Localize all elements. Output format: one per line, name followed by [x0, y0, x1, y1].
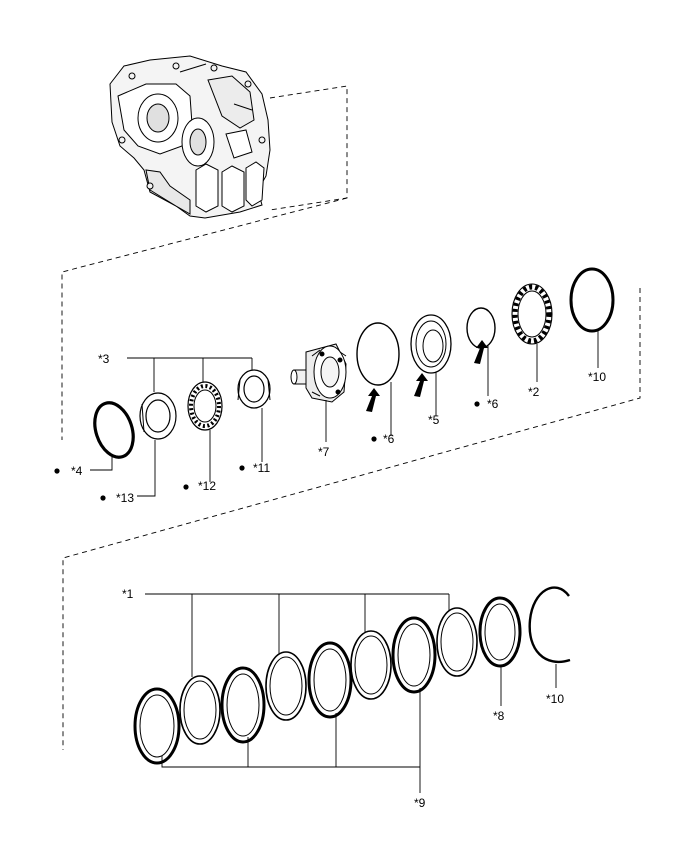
label-part-5: *5 [428, 413, 440, 427]
filled-dot-icon [54, 401, 480, 501]
snap-ring-part-10-top [569, 267, 615, 333]
gear-shaft-part-7 [290, 343, 347, 403]
needle-bearing-part-12 [187, 381, 223, 431]
part-labels: *3 *4 *13 *12 *11 *7 *6 *5 *6 *2 *10 *1 … [71, 352, 606, 810]
label-part-8: *8 [493, 709, 505, 723]
label-part-7: *7 [318, 445, 330, 459]
leader-lines-lower [145, 593, 557, 793]
clutch-plate-part-1 [436, 607, 478, 677]
label-part-2: *2 [528, 385, 540, 399]
piston-part-5 [410, 314, 452, 374]
label-part-10-top: *10 [588, 370, 606, 384]
leader-lines-upper [90, 331, 599, 497]
arrow-icon [366, 388, 380, 412]
label-part-11: *11 [253, 461, 270, 475]
snap-ring-part-4 [93, 401, 135, 459]
arrow-icon [474, 340, 488, 364]
dashed-guide-lines [61, 85, 641, 750]
label-part-10-bottom: *10 [546, 692, 564, 706]
return-spring-part-2 [511, 283, 553, 345]
label-part-1: *1 [122, 587, 134, 601]
label-part-4: *4 [71, 464, 83, 478]
label-part-6-large: *6 [383, 432, 395, 446]
clutch-flange-part-8 [478, 596, 522, 668]
clutch-disc-part-9 [220, 666, 266, 744]
clutch-plate-part-1 [265, 651, 307, 721]
label-part-3: *3 [98, 352, 110, 366]
clutch-plate-part-1 [350, 630, 392, 700]
clutch-plate-part-1 [179, 675, 221, 745]
clutch-disc-part-9 [133, 687, 181, 765]
label-part-9: *9 [414, 796, 426, 810]
snap-ring-part-10-bottom [528, 586, 571, 663]
clutch-discs [133, 586, 571, 765]
o-ring-part-6-large [356, 322, 400, 386]
arrow-icon [414, 373, 428, 397]
label-part-12: *12 [198, 479, 216, 493]
label-part-13: *13 [116, 491, 134, 505]
bearing-race-part-13 [139, 392, 177, 440]
clutch-disc-part-9 [307, 641, 353, 719]
bearing-race-part-11 [237, 369, 271, 409]
clutch-disc-part-9 [391, 616, 437, 694]
transaxle-case-icon [109, 55, 271, 219]
label-part-6-small: *6 [487, 397, 499, 411]
